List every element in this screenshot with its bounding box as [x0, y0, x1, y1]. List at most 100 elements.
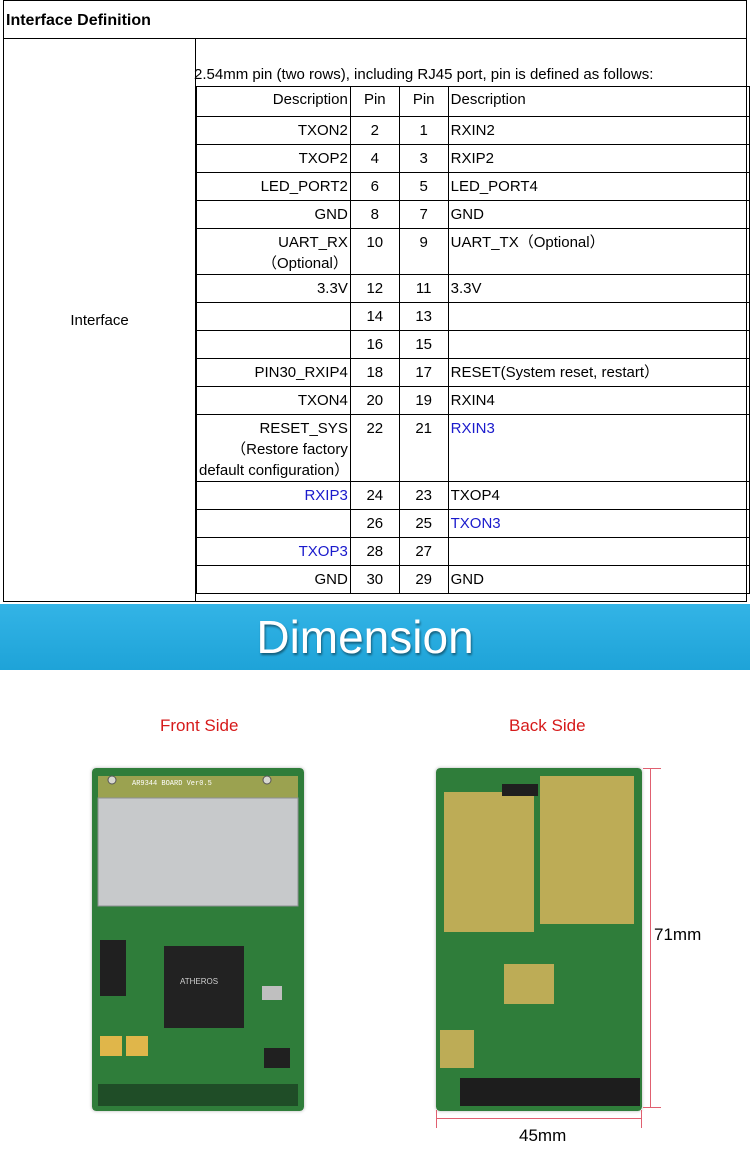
cell-pin-right: 7	[398, 200, 449, 229]
cell-pin-right: 13	[398, 302, 449, 331]
gold-ground-plane-right	[540, 776, 634, 924]
gold-pad-bottom-left	[440, 1030, 474, 1068]
cell-pin-left: 4	[349, 144, 400, 173]
table-row: TXON4 20 19 RXIN4	[196, 386, 750, 415]
table-row: TXOP3 28 27	[196, 537, 750, 566]
cell-description-left: UART_RX （Optional）	[196, 228, 351, 275]
cell-description-left: TXON2	[196, 116, 351, 145]
crystal-oscillator	[262, 986, 282, 1000]
front-side-label: Front Side	[160, 716, 239, 735]
board-silkscreen: AR9344 BOARD Ver0.5	[132, 780, 212, 788]
main-soc-chip	[164, 946, 244, 1028]
table-row: RXIP3 24 23 TXOP4	[196, 481, 750, 510]
cell-description-right: RESET(System reset, restart）	[447, 358, 750, 387]
cell-description-right: TXON3	[447, 509, 750, 538]
pin-header-front	[98, 1084, 298, 1106]
cell-description-left: RXIP3	[196, 481, 351, 510]
column-header-description-right: Description	[447, 86, 750, 117]
cell-pin-right: 9	[398, 228, 449, 275]
pin-header-small	[502, 784, 538, 796]
regulator-chip	[264, 1048, 290, 1068]
table-row: PIN30_RXIP4 18 17 RESET(System reset, re…	[196, 358, 750, 387]
cell-description-right: GND	[447, 200, 750, 229]
antenna-connector-right	[262, 775, 272, 785]
cell-description-left	[196, 330, 351, 359]
gold-ground-plane-left	[444, 792, 534, 932]
cell-pin-left: 10	[349, 228, 400, 275]
cell-pin-left: 20	[349, 386, 400, 415]
cell-pin-right: 5	[398, 172, 449, 201]
interface-label: Interface	[70, 311, 129, 329]
table-row: 16 15	[196, 330, 750, 359]
capacitor-left	[100, 1036, 122, 1056]
cell-description-left: 3.3V	[196, 274, 351, 303]
table-row: TXON2 2 1 RXIN2	[196, 116, 750, 145]
cell-pin-left: 26	[349, 509, 400, 538]
cell-pin-right: 25	[398, 509, 449, 538]
height-measure-bottom-tick	[643, 1107, 661, 1108]
cell-pin-right: 3	[398, 144, 449, 173]
column-header-description-left: Description	[196, 86, 351, 117]
height-dimension-label: 71mm	[654, 925, 702, 944]
cell-pin-left: 12	[349, 274, 400, 303]
cell-description-right: RXIN3	[447, 414, 750, 482]
cell-description-left	[196, 302, 351, 331]
height-measure-line	[650, 768, 651, 1108]
back-board-image	[436, 768, 642, 1111]
cell-description-left: RESET_SYS （Restore factory default confi…	[196, 414, 351, 482]
antenna-connector-left	[107, 775, 117, 785]
cell-description-left	[196, 509, 351, 538]
table-row: TXOP2 4 3 RXIP2	[196, 144, 750, 173]
cell-pin-left: 28	[349, 537, 400, 566]
cell-description-left: PIN30_RXIP4	[196, 358, 351, 387]
cell-pin-right: 29	[398, 565, 449, 594]
banner-title: Dimension	[256, 611, 474, 663]
front-board-image: AR9344 BOARD Ver0.5 ATHEROS	[92, 768, 304, 1111]
cell-pin-right: 11	[398, 274, 449, 303]
cell-pin-right: 1	[398, 116, 449, 145]
column-header-pin-right: Pin	[398, 86, 449, 117]
table-row: 26 25 TXON3	[196, 509, 750, 538]
soc-chip-label: ATHEROS	[180, 977, 218, 986]
table-row: 3.3V 12 11 3.3V	[196, 274, 750, 303]
back-side-label: Back Side	[509, 716, 586, 735]
cell-pin-right: 17	[398, 358, 449, 387]
cell-pin-left: 2	[349, 116, 400, 145]
cell-pin-right: 19	[398, 386, 449, 415]
width-measure-left-tick	[436, 1110, 437, 1128]
cell-description-left: TXOP2	[196, 144, 351, 173]
cell-description-left: GND	[196, 565, 351, 594]
cell-description-right: UART_TX（Optional）	[447, 228, 750, 275]
cell-description-right	[447, 302, 750, 331]
pin-table: Description Pin Pin Description TXON2 2 …	[196, 86, 750, 594]
cell-description-right: RXIP2	[447, 144, 750, 173]
cell-description-right: RXIN2	[447, 116, 750, 145]
height-measure-top-tick	[643, 768, 661, 769]
cell-description-right: LED_PORT4	[447, 172, 750, 201]
column-header-pin-left: Pin	[349, 86, 400, 117]
pin-table-header-row: Description Pin Pin Description	[196, 86, 750, 117]
table-row: RESET_SYS （Restore factory default confi…	[196, 414, 750, 482]
cell-description-right: 3.3V	[447, 274, 750, 303]
cell-description-left: LED_PORT2	[196, 172, 351, 201]
cell-pin-right: 27	[398, 537, 449, 566]
table-row: GND 8 7 GND	[196, 200, 750, 229]
table-row: UART_RX （Optional） 10 9 UART_TX（Optional…	[196, 228, 750, 275]
cell-pin-right: 21	[398, 414, 449, 482]
cell-pin-left: 8	[349, 200, 400, 229]
cell-description-left: GND	[196, 200, 351, 229]
cell-pin-left: 30	[349, 565, 400, 594]
cell-pin-left: 24	[349, 481, 400, 510]
rf-shield-can	[97, 797, 299, 907]
cell-description-right: TXOP4	[447, 481, 750, 510]
cell-pin-left: 22	[349, 414, 400, 482]
gold-ground-plane-center	[504, 964, 554, 1004]
cell-description-left: TXOP3	[196, 537, 351, 566]
pin-intro-text: 2.54mm pin (two rows), including RJ45 po…	[194, 66, 654, 83]
cell-pin-left: 16	[349, 330, 400, 359]
capacitor-right	[126, 1036, 148, 1056]
table-row: GND 30 29 GND	[196, 565, 750, 594]
cell-pin-left: 6	[349, 172, 400, 201]
cell-description-right	[447, 537, 750, 566]
cell-description-right: RXIN4	[447, 386, 750, 415]
